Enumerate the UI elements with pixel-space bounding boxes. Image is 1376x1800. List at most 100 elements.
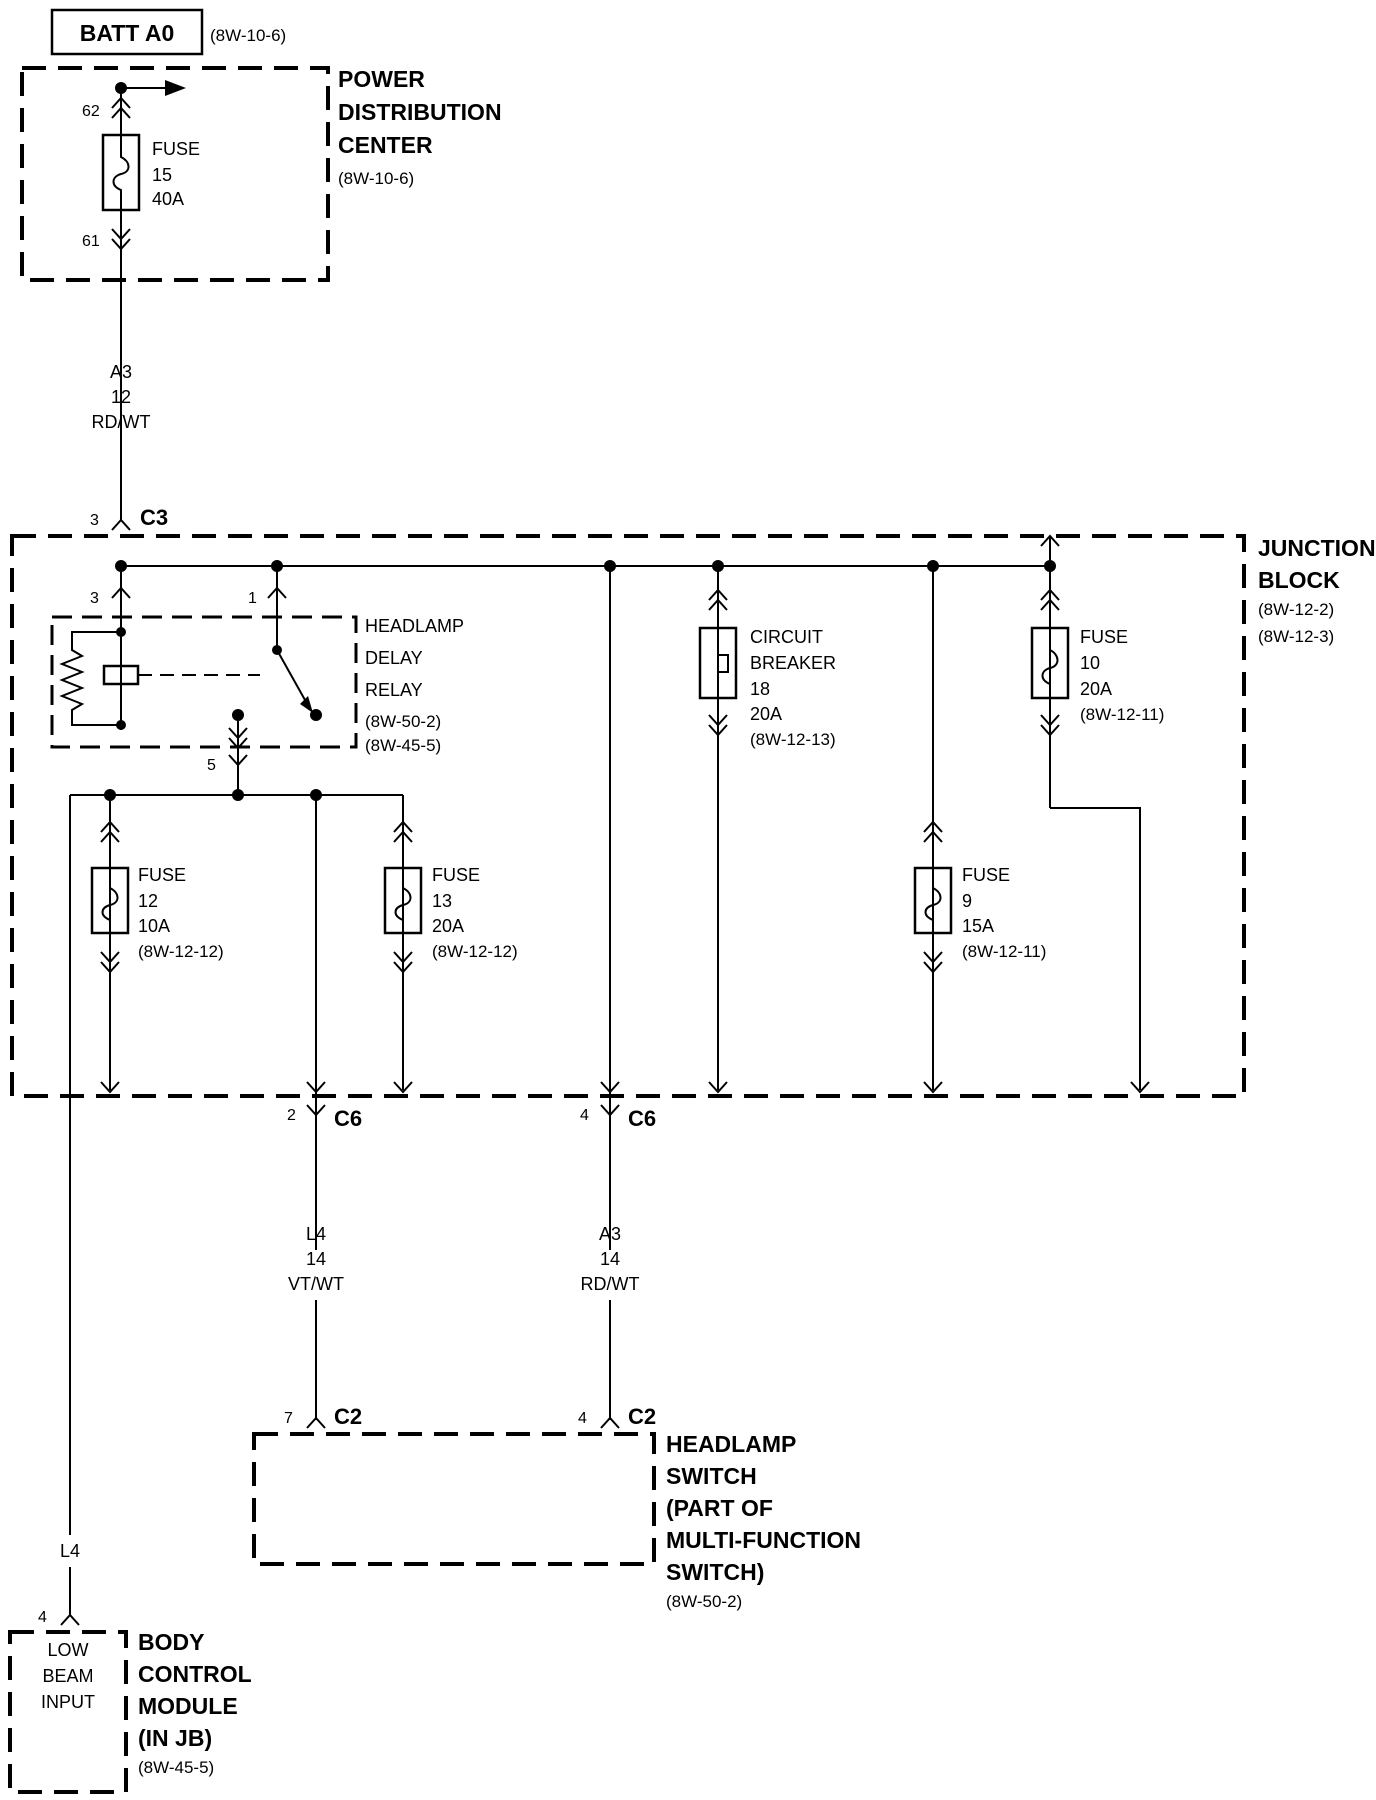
batt-a0-label: BATT A0: [80, 20, 175, 46]
svg-text:20A: 20A: [432, 916, 464, 936]
bcm-pin-4-connector: [60, 1613, 80, 1626]
svg-text:BEAM: BEAM: [42, 1666, 93, 1686]
svg-text:MULTI-FUNCTION: MULTI-FUNCTION: [666, 1527, 861, 1553]
fuse-13-symbol: [383, 866, 423, 935]
svg-text:(8W-12-12): (8W-12-12): [432, 942, 518, 961]
junction-block-boundary: [10, 534, 1246, 1098]
svg-text:(8W-12-11): (8W-12-11): [962, 942, 1046, 961]
svg-text:VT/WT: VT/WT: [288, 1274, 344, 1294]
pdc-pin-62-connector: [111, 96, 131, 119]
pdc-boundary: [20, 66, 330, 282]
fuse-12-symbol: [90, 866, 130, 935]
svg-text:BREAKER: BREAKER: [750, 653, 836, 673]
relay-pin-3: 3: [90, 590, 99, 607]
svg-text:15A: 15A: [962, 916, 994, 936]
svg-text:14: 14: [306, 1249, 326, 1269]
fuse-10-symbol: [1030, 626, 1070, 700]
svg-text:FUSE: FUSE: [432, 865, 480, 885]
c6-right-pin: 4: [580, 1107, 589, 1124]
c3-connector: [111, 518, 131, 531]
c2-left-pin: 7: [284, 1410, 293, 1427]
fuse-13-label: FUSE 13 20A (8W-12-12): [432, 865, 518, 961]
svg-text:18: 18: [750, 679, 770, 699]
svg-text:20A: 20A: [750, 704, 782, 724]
pdc-pin-61: 61: [82, 233, 100, 250]
pdc-pin-62: 62: [82, 103, 100, 120]
relay-pin-5: 5: [207, 757, 216, 774]
junction-block-name: JUNCTION BLOCK: [1258, 535, 1376, 593]
svg-text:14: 14: [600, 1249, 620, 1269]
c3-pin: 3: [90, 512, 99, 529]
c6-right-name: C6: [628, 1106, 656, 1131]
relay-switch-arm: [276, 649, 306, 701]
circuit-breaker-18-label: CIRCUIT BREAKER 18 20A (8W-12-13): [750, 627, 836, 749]
svg-text:(8W-12-13): (8W-12-13): [750, 730, 836, 749]
relay-pin-3-connector: [111, 586, 131, 599]
fuse-12-label: FUSE 12 10A (8W-12-12): [138, 865, 224, 961]
svg-text:POWER: POWER: [338, 66, 425, 92]
svg-text:CIRCUIT: CIRCUIT: [750, 627, 823, 647]
c6-left-connector: [306, 1104, 326, 1117]
batt-a0-box: [50, 8, 204, 56]
c6-left-name: C6: [334, 1106, 362, 1131]
fuse-9-label: FUSE 9 15A (8W-12-11): [962, 865, 1046, 961]
svg-text:(8W-12-11): (8W-12-11): [1080, 705, 1164, 724]
svg-text:13: 13: [432, 891, 452, 911]
svg-text:(8W-45-5): (8W-45-5): [365, 736, 441, 755]
svg-text:10: 10: [1080, 653, 1100, 673]
c6-right-connector: [600, 1104, 620, 1117]
bcm-ref: (8W-45-5): [138, 1758, 214, 1777]
relay-refs: (8W-50-2) (8W-45-5): [365, 712, 441, 755]
svg-text:(8W-12-2): (8W-12-2): [1258, 600, 1334, 619]
c2-right-name: C2: [628, 1404, 656, 1429]
svg-text:L4: L4: [306, 1224, 326, 1244]
fuse-10-label: FUSE 10 20A (8W-12-11): [1080, 627, 1164, 724]
svg-text:FUSE: FUSE: [962, 865, 1010, 885]
relay-pin-1-connector: [267, 586, 287, 599]
svg-text:DELAY: DELAY: [365, 648, 423, 668]
svg-text:HEADLAMP: HEADLAMP: [365, 616, 464, 636]
wire-a3-bottom-label: A3 14 RD/WT: [581, 1224, 640, 1294]
pdc-pin-61-connector: [111, 228, 131, 251]
svg-text:12: 12: [138, 891, 158, 911]
svg-text:15: 15: [152, 165, 172, 185]
svg-text:FUSE: FUSE: [138, 865, 186, 885]
svg-text:SWITCH: SWITCH: [666, 1463, 757, 1489]
bcm-low-beam-input: LOW BEAM INPUT: [41, 1640, 95, 1712]
svg-text:20A: 20A: [1080, 679, 1112, 699]
svg-text:INPUT: INPUT: [41, 1692, 95, 1712]
svg-text:FUSE: FUSE: [152, 139, 200, 159]
svg-text:BLOCK: BLOCK: [1258, 567, 1340, 593]
svg-text:(IN JB): (IN JB): [138, 1725, 212, 1751]
svg-text:(8W-50-2): (8W-50-2): [365, 712, 441, 731]
headlamp-switch-name: HEADLAMP SWITCH (PART OF MULTI-FUNCTION …: [666, 1431, 861, 1585]
svg-text:9: 9: [962, 891, 972, 911]
c6-left-pin: 2: [287, 1107, 296, 1124]
wire-l4-label: L4 14 VT/WT: [288, 1224, 344, 1294]
svg-text:RD/WT: RD/WT: [581, 1274, 640, 1294]
relay-boundary: [50, 615, 358, 749]
c2-right-connector: [600, 1416, 620, 1429]
bcm-pin-4: 4: [38, 1609, 47, 1626]
svg-text:10A: 10A: [138, 916, 170, 936]
svg-text:A3: A3: [599, 1224, 621, 1244]
svg-text:FUSE: FUSE: [1080, 627, 1128, 647]
svg-text:12: 12: [111, 387, 131, 407]
headlamp-switch-boundary: [252, 1432, 656, 1566]
c2-right-pin: 4: [578, 1410, 587, 1427]
svg-text:(8W-12-12): (8W-12-12): [138, 942, 224, 961]
fuse-9-symbol: [913, 866, 953, 935]
svg-text:(PART OF: (PART OF: [666, 1495, 773, 1521]
wire-l4-left-label: L4: [60, 1541, 80, 1561]
svg-text:A3: A3: [110, 362, 132, 382]
batt-a0-ref: (8W-10-6): [210, 26, 286, 45]
svg-text:HEADLAMP: HEADLAMP: [666, 1431, 796, 1457]
svg-text:LOW: LOW: [47, 1640, 88, 1660]
svg-text:40A: 40A: [152, 189, 184, 209]
svg-text:(8W-12-3): (8W-12-3): [1258, 627, 1334, 646]
feed-arrow-icon: [165, 80, 186, 96]
wire-a3-top-label: A3 12 RD/WT: [92, 362, 151, 432]
svg-text:RELAY: RELAY: [365, 680, 423, 700]
relay-pin-5-connector: [228, 754, 248, 767]
